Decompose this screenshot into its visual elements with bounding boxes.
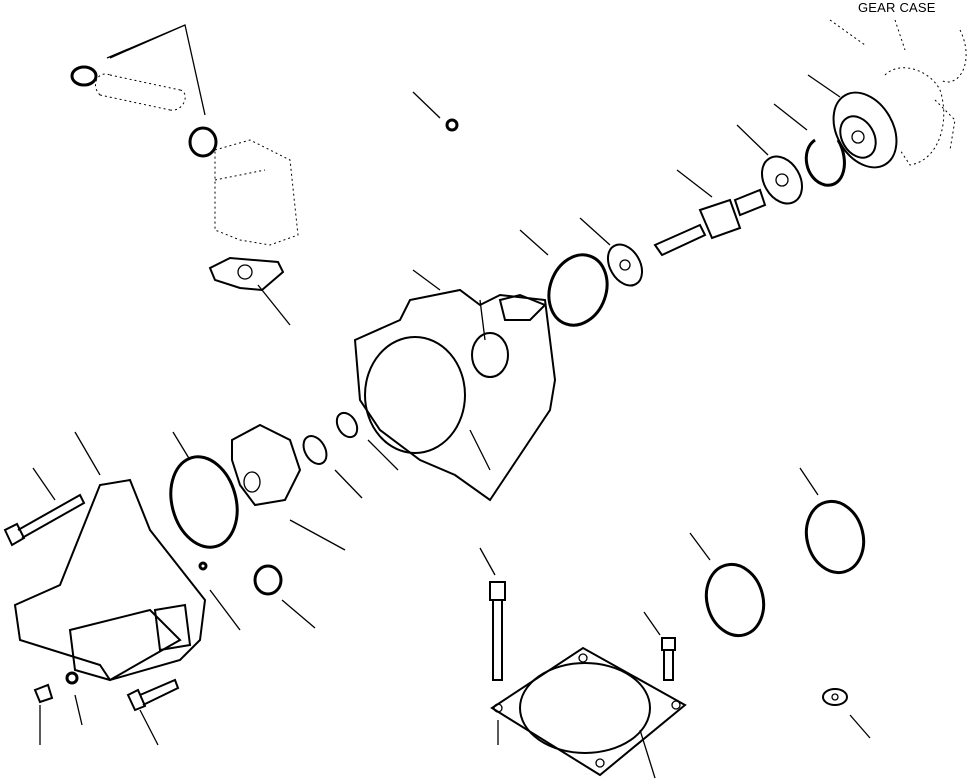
gear-case-outline bbox=[829, 19, 967, 166]
o-ring bbox=[70, 65, 98, 87]
o-ring bbox=[253, 564, 283, 596]
snap-ring bbox=[804, 138, 846, 187]
leader-line bbox=[74, 431, 101, 476]
leader-lines bbox=[32, 24, 871, 779]
leader-line bbox=[773, 103, 808, 131]
leader-line bbox=[74, 694, 83, 726]
leader-line bbox=[412, 269, 441, 291]
leader-line bbox=[579, 217, 611, 246]
leader-line bbox=[643, 611, 661, 636]
leader-line bbox=[639, 729, 656, 779]
cover-o-ring bbox=[169, 455, 239, 549]
pump-body bbox=[353, 288, 557, 502]
pump-shaft bbox=[653, 188, 767, 257]
body-o-ring bbox=[547, 253, 609, 327]
leader-line bbox=[209, 589, 241, 631]
o-ring bbox=[188, 126, 218, 158]
long-bolt bbox=[489, 581, 506, 681]
o-ring bbox=[704, 562, 766, 638]
plug bbox=[33, 683, 54, 704]
seal-ring bbox=[335, 411, 359, 439]
seal bbox=[302, 435, 328, 465]
leader-line bbox=[106, 24, 206, 116]
washer bbox=[822, 688, 848, 706]
leader-line bbox=[676, 169, 713, 198]
short-bolt bbox=[661, 637, 676, 681]
leader-line bbox=[257, 284, 291, 326]
hose-elbow-assembly bbox=[70, 65, 299, 246]
bolt bbox=[126, 678, 180, 712]
leader-line bbox=[32, 467, 56, 501]
leader-line bbox=[281, 599, 316, 629]
pump-cover bbox=[13, 478, 207, 682]
small-o-ring bbox=[445, 118, 459, 132]
bearing bbox=[606, 243, 644, 287]
leader-line bbox=[479, 547, 496, 576]
leader-line bbox=[289, 519, 346, 551]
leader-line bbox=[334, 469, 363, 499]
leader-line bbox=[412, 91, 441, 119]
washer bbox=[65, 671, 79, 685]
leader-line bbox=[139, 709, 159, 746]
leader-line bbox=[519, 229, 549, 256]
leader-line bbox=[689, 532, 711, 561]
drive-gear bbox=[832, 91, 898, 169]
cover-gasket bbox=[490, 646, 687, 777]
small-o-ring bbox=[198, 561, 208, 571]
leader-line bbox=[367, 439, 399, 471]
elbow-gasket bbox=[208, 256, 285, 292]
bolt bbox=[3, 493, 86, 547]
leader-line bbox=[172, 431, 191, 461]
impeller bbox=[231, 423, 302, 507]
leader-line bbox=[736, 124, 769, 156]
leader-line bbox=[849, 714, 871, 739]
gear-case-label: GEAR CASE bbox=[858, 0, 936, 15]
o-ring bbox=[804, 499, 866, 575]
leader-line bbox=[799, 467, 819, 496]
leader-line bbox=[807, 74, 841, 98]
gear-bearing bbox=[761, 155, 803, 205]
